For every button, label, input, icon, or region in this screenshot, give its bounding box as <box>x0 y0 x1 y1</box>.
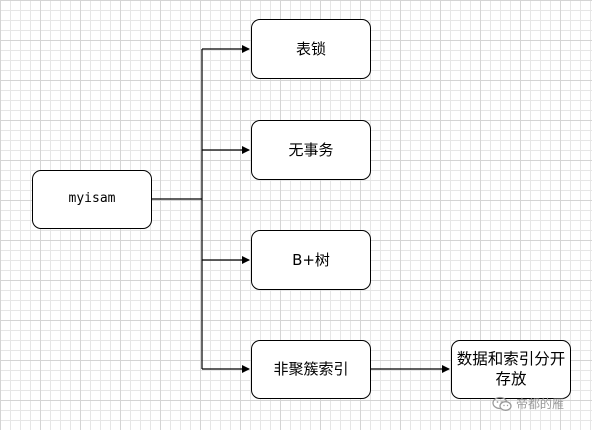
node-non-clustered-index[interactable]: 非聚簇索引 <box>251 340 371 399</box>
node-separate-storage-label: 数据和索引分开存放 <box>456 350 566 388</box>
node-btree-label: B+树 <box>292 250 330 269</box>
node-separate-storage[interactable]: 数据和索引分开存放 <box>451 340 571 399</box>
node-non-clustered-index-label: 非聚簇索引 <box>273 360 349 379</box>
node-myisam[interactable]: myisam <box>32 170 152 229</box>
node-myisam-label: myisam <box>68 191 116 207</box>
watermark: 帝都的雁 <box>492 395 564 412</box>
node-no-transaction-label: 无事务 <box>288 140 334 159</box>
node-btree[interactable]: B+树 <box>251 230 371 290</box>
node-table-lock[interactable]: 表锁 <box>251 19 371 79</box>
node-no-transaction[interactable]: 无事务 <box>251 120 371 180</box>
wechat-icon <box>492 396 512 411</box>
node-table-lock-label: 表锁 <box>295 39 326 58</box>
watermark-text: 帝都的雁 <box>516 397 565 411</box>
